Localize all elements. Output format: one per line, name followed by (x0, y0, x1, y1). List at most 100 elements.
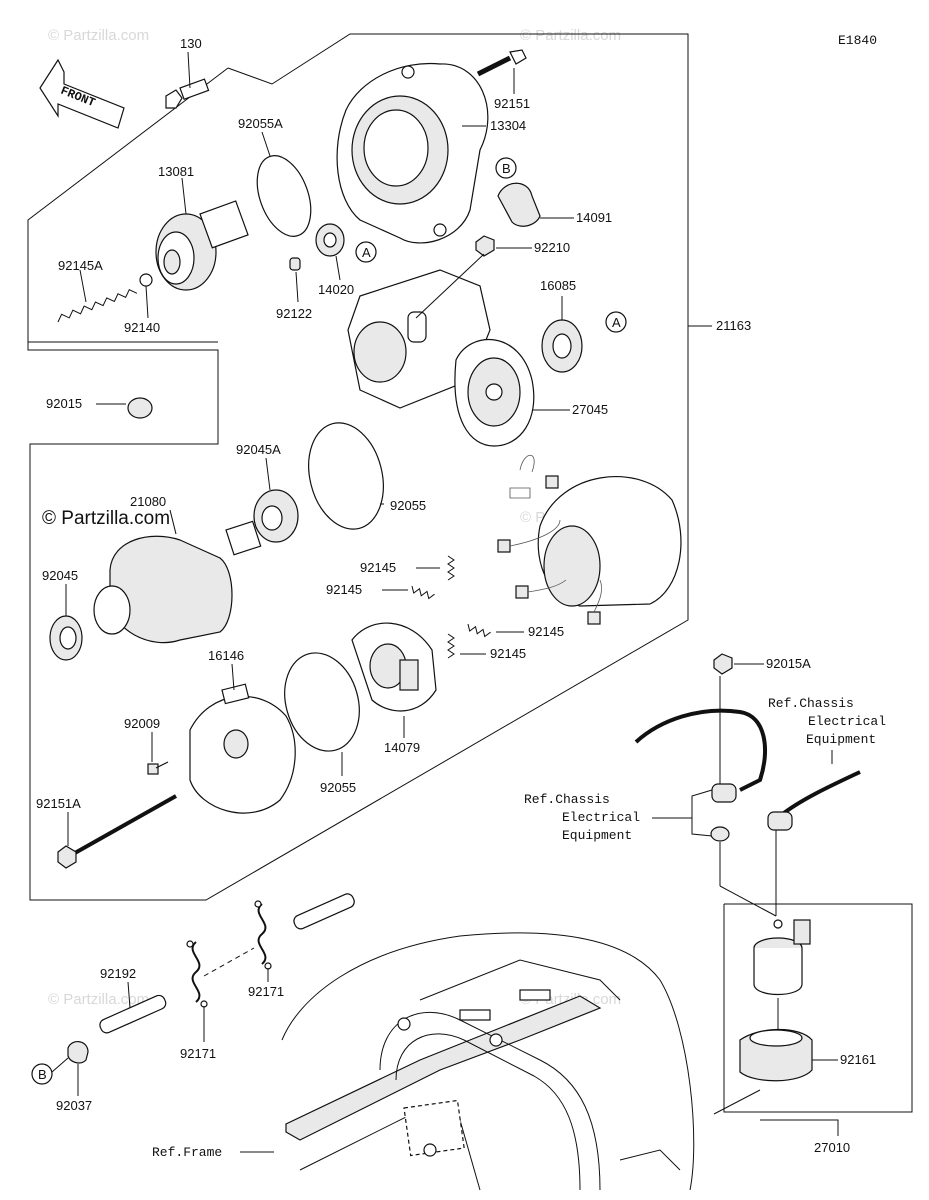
oring-92055a (256, 155, 312, 237)
relay-27010 (753, 919, 811, 995)
oring-92055 (308, 422, 384, 530)
nut-92015a (713, 653, 733, 675)
svg-text:Equipment: Equipment (806, 732, 876, 747)
end-cover-16146 (189, 683, 296, 814)
cable-terminal-b (767, 811, 793, 831)
boot-92161 (739, 1028, 813, 1082)
ball-92140 (139, 273, 153, 287)
watermark-top-right: © Partzilla.com (520, 27, 621, 44)
label-21163: 21163 (716, 318, 751, 333)
spring-92145-b (411, 585, 435, 600)
clamp-92037 (67, 1041, 89, 1064)
svg-text:Ref.Chassis: Ref.Chassis (768, 696, 854, 711)
bolt-130 (165, 78, 210, 109)
svg-text:Electrical: Electrical (808, 714, 886, 729)
label-16085: 16085 (540, 278, 576, 293)
diagram-code: E1840 (838, 33, 877, 48)
label-92015a: 92015A (766, 656, 811, 671)
svg-text:B: B (38, 1067, 47, 1082)
label-92145-c: 92145 (528, 624, 564, 639)
sleeve-upper (293, 893, 355, 930)
marker-a-right: A (605, 311, 627, 333)
label-92009: 92009 (124, 716, 160, 731)
ref-frame-label: Ref.Frame (152, 1145, 222, 1160)
svg-text:A: A (612, 315, 621, 330)
nut-92015 (127, 397, 153, 419)
label-92192: 92192 (100, 966, 136, 981)
cable-terminal-a (711, 783, 737, 803)
label-13081: 13081 (158, 164, 194, 179)
label-92045a: 92045A (236, 442, 281, 457)
label-92055: 92055 (390, 498, 426, 513)
bearing-92045 (49, 615, 83, 661)
clutch-14020 (315, 223, 345, 257)
svg-text:B: B (502, 161, 511, 176)
label-14091: 14091 (576, 210, 612, 225)
label-130: 130 (180, 36, 202, 51)
marker-b-top: B (495, 157, 517, 179)
housing-27045 (454, 338, 535, 447)
clip-92171-a (186, 940, 208, 1008)
label-92145-d: 92145 (490, 646, 526, 661)
label-92210: 92210 (534, 240, 570, 255)
watermark-main: © Partzilla.com (42, 508, 170, 529)
bolt-92151a (57, 794, 177, 869)
label-21080: 21080 (130, 494, 166, 509)
label-92171-a: 92171 (180, 1046, 216, 1061)
label-92151a: 92151A (36, 796, 81, 811)
svg-text:Equipment: Equipment (562, 828, 632, 843)
svg-text:Electrical: Electrical (562, 810, 640, 825)
watermark-top-left: © Partzilla.com (48, 27, 149, 44)
label-27010: 27010 (814, 1140, 850, 1155)
label-92045: 92045 (42, 568, 78, 583)
housing-13304 (336, 62, 489, 244)
spring-92145-a (447, 555, 455, 581)
label-92145-a: 92145 (360, 560, 396, 575)
plate-14079 (351, 622, 437, 712)
spring-92145-d (447, 633, 455, 659)
label-16146: 16146 (208, 648, 244, 663)
svg-text:Ref.Chassis: Ref.Chassis (524, 792, 610, 807)
label-92145-b: 92145 (326, 582, 362, 597)
yoke-assembly (497, 454, 682, 625)
label-92015: 92015 (46, 396, 82, 411)
label-92055-b: 92055 (320, 780, 356, 795)
label-92122: 92122 (276, 306, 312, 321)
svg-text:A: A (362, 245, 371, 260)
ref-chassis-b: Ref.Chassis Electrical Equipment (524, 792, 640, 843)
label-92140: 92140 (124, 320, 160, 335)
label-92151: 92151 (494, 96, 530, 111)
label-27045: 27045 (572, 402, 608, 417)
boot-14091 (497, 182, 541, 227)
screw-92009 (147, 761, 169, 775)
label-92161: 92161 (840, 1052, 876, 1067)
relay-outline-27010 (723, 903, 913, 1113)
label-13304: 13304 (490, 118, 526, 133)
nut-terminal (710, 826, 730, 842)
gear-16085 (541, 319, 583, 373)
pin-92122 (289, 257, 301, 271)
label-92037: 92037 (56, 1098, 92, 1113)
clip-92171-b (254, 900, 272, 970)
oring-92055-b (284, 652, 360, 752)
label-92145a: 92145A (58, 258, 103, 273)
nut-92210 (475, 235, 495, 257)
spring-92145a (57, 289, 138, 323)
bolt-92151 (476, 49, 527, 77)
frame (281, 932, 695, 1191)
bearing-92045a (253, 489, 299, 543)
armature-21080 (93, 520, 262, 644)
front-arrow: FRONT (39, 58, 125, 129)
ref-chassis-a: Ref.Chassis Electrical Equipment (768, 696, 886, 747)
spring-92145-c (467, 623, 491, 638)
marker-a-left: A (355, 241, 377, 263)
label-14020: 14020 (318, 282, 354, 297)
label-14079: 14079 (384, 740, 420, 755)
watermark-bottom-left: © Partzilla.com (48, 991, 149, 1008)
cable-b (778, 770, 861, 818)
label-92055a: 92055A (238, 116, 283, 131)
gear-13081 (155, 200, 249, 291)
label-92171-b: 92171 (248, 984, 284, 999)
marker-b-bottom: B (31, 1063, 53, 1085)
